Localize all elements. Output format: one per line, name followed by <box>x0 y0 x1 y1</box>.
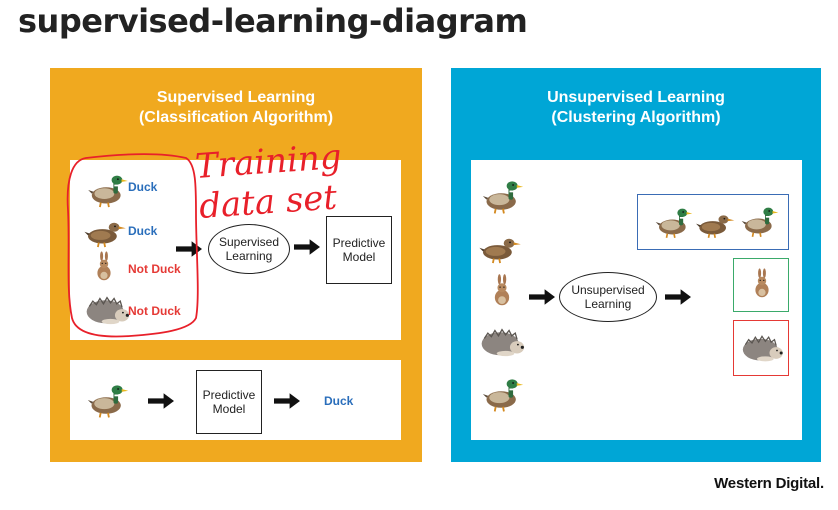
arrow-right-icon <box>176 240 202 258</box>
duck-icon <box>479 228 523 264</box>
page-title: supervised-learning-diagram <box>18 2 528 40</box>
western-digital-logo: Western Digital. <box>714 475 824 492</box>
arrow-right-icon <box>529 288 555 306</box>
hedgehog-icon <box>84 294 130 326</box>
supervised-panel: Supervised Learning (Classification Algo… <box>50 68 422 462</box>
rabbit-icon <box>750 265 774 303</box>
hedgehog-cluster <box>733 320 789 376</box>
arrow-right-icon <box>148 392 174 410</box>
duck-cluster <box>637 194 789 250</box>
duck-icon <box>740 203 780 239</box>
duck-icon <box>696 205 736 239</box>
rabbit-icon <box>489 272 515 310</box>
unsupervised-panel: Unsupervised Learning (Clustering Algori… <box>451 68 821 462</box>
arrow-right-icon <box>274 392 300 410</box>
unsupervised-heading: Unsupervised Learning (Clustering Algori… <box>547 89 725 126</box>
duck-icon <box>86 380 130 420</box>
duck-icon <box>481 176 525 216</box>
duck-icon <box>481 374 525 414</box>
rabbit-cluster <box>733 258 789 312</box>
test-result-label: Duck <box>324 394 354 408</box>
hedgehog-icon <box>479 326 525 358</box>
training-label-1: Duck <box>128 180 158 194</box>
training-label-4: Not Duck <box>128 304 181 318</box>
rabbit-icon <box>92 250 116 284</box>
duck-icon <box>86 172 130 208</box>
training-label-3: Not Duck <box>128 262 181 276</box>
arrow-right-icon <box>665 288 691 306</box>
supervised-heading: Supervised Learning (Classification Algo… <box>138 89 334 126</box>
duck-icon <box>84 212 128 248</box>
hedgehog-icon <box>740 333 784 363</box>
duck-icon <box>654 205 694 239</box>
training-label-2: Duck <box>128 224 158 238</box>
arrow-right-icon <box>294 238 320 256</box>
